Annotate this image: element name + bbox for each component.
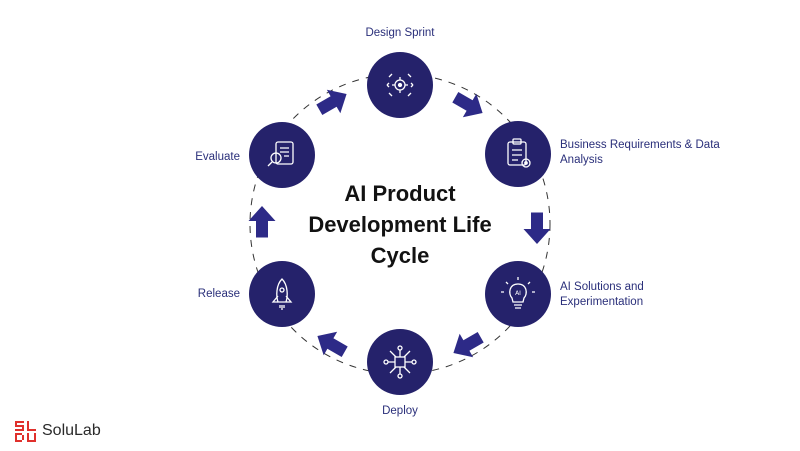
arrow-evaluate-to-design: [316, 89, 347, 115]
label-deploy: Deploy: [382, 405, 418, 417]
arrow-design-to-business: [452, 92, 483, 118]
step-ai-solutions: AI: [485, 261, 551, 327]
brand-logo: SoluLab: [14, 419, 101, 443]
arrow-business-to-ai: [523, 212, 551, 244]
step-business-requirements: [485, 121, 551, 187]
step-evaluate: [249, 122, 315, 188]
svg-text:AI: AI: [515, 290, 521, 297]
clipboard-gear-icon: [507, 138, 531, 168]
label-evaluate: Evaluate: [195, 151, 240, 163]
step-design-sprint: [367, 52, 433, 118]
arrow-release-to-evaluate: [248, 206, 276, 238]
lightbulb-icon: AI: [501, 277, 535, 309]
label-ai-solutions: AI Solutions and Experimentation: [560, 281, 644, 308]
evaluate-magnifier-icon: [267, 141, 294, 167]
design-sprint-icon: [386, 73, 414, 97]
arrow-ai-to-deploy: [453, 332, 484, 358]
rocket-icon: [271, 278, 293, 310]
arrow-deploy-to-release: [317, 331, 348, 357]
label-release: Release: [197, 288, 240, 300]
label-design-sprint: Design Sprint: [365, 27, 435, 39]
solulab-mark-icon: [15, 421, 36, 442]
diagram-title: AI Product Development Life Cycle: [308, 181, 492, 268]
step-release: [249, 261, 315, 327]
label-business-requirements: Business Requirements & Data Analysis: [560, 139, 720, 166]
step-deploy: [367, 329, 433, 395]
brand-name: SoluLab: [42, 422, 101, 439]
deploy-network-icon: [383, 345, 417, 379]
